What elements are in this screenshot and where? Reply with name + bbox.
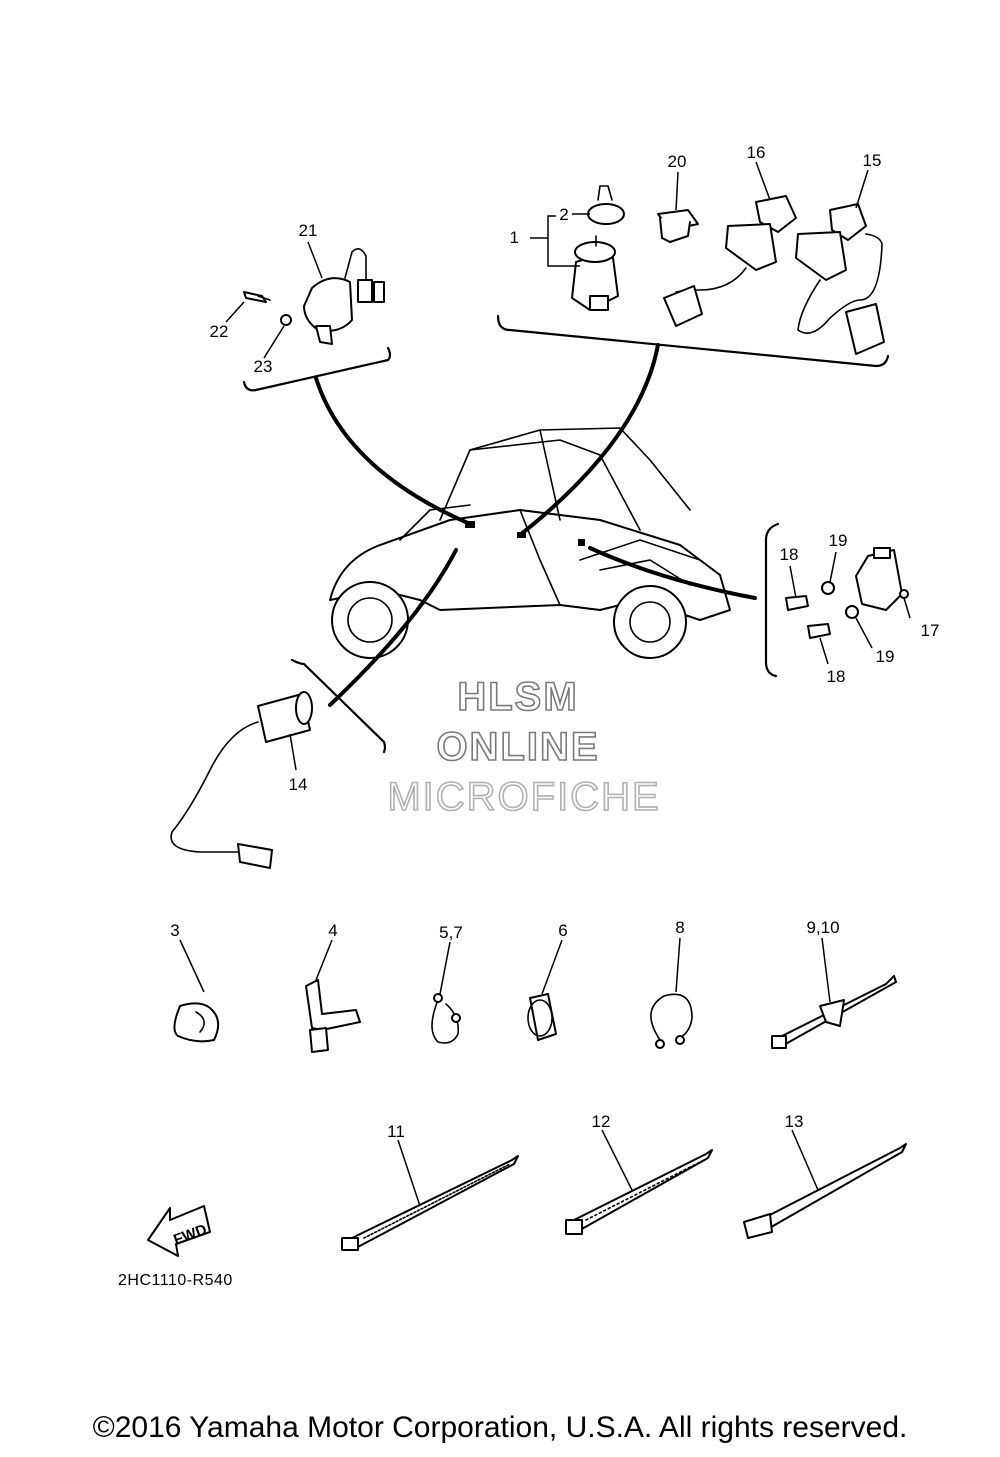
location-line-21 [314,376,472,526]
callout-19-bottom: 19 [876,647,895,666]
clip-part-4 [305,979,361,1053]
forward-arrow-icon: FWD [147,1205,211,1257]
cap-part-20 [657,209,699,243]
cable-tie-part-11 [341,1155,519,1251]
clamp-part-3 [173,1002,220,1043]
copyright-notice: ©2016 Yamaha Motor Corporation, U.S.A. A… [92,1411,908,1444]
clip-part-6 [527,993,557,1041]
callout-20: 20 [668,152,687,171]
location-line-17 [588,546,757,600]
switch-part-15 [795,203,885,355]
callout-14: 14 [289,775,308,794]
callout-18-top: 18 [780,545,799,564]
callout-8: 8 [675,918,684,937]
watermark-line-1: HLSM [457,675,578,719]
callout-12: 12 [592,1112,611,1131]
callout-labels: 1 2 3 4 5,7 6 8 9,10 11 12 13 14 15 16 1… [170,143,939,1141]
clip-part-8 [650,993,693,1049]
callout-5-7: 5,7 [439,923,463,942]
drawing-code: 2HC1110-R540 [118,1272,233,1289]
callout-21: 21 [299,221,318,240]
callout-13: 13 [785,1112,804,1131]
tie-part-9-10 [771,975,897,1049]
sensor-part-17 [785,547,909,639]
bracket-14 [290,658,387,754]
location-line-14 [328,548,458,707]
horn-part [243,248,385,345]
clip-part-5-7 [431,993,461,1044]
bracket-1-20-16-15 [496,314,890,368]
callout-6: 6 [558,921,567,940]
watermark-line-3: MICROFICHE [387,775,660,819]
callout-2: 2 [559,205,568,224]
watermark: HLSM ONLINE MICROFICHE [387,674,660,820]
cable-tie-part-13 [743,1143,907,1239]
callout-1: 1 [510,228,519,247]
callout-15: 15 [863,151,882,170]
socket-part-14 [170,691,313,869]
callout-11: 11 [387,1122,405,1141]
watermark-line-2: ONLINE [436,725,599,769]
callout-9-10: 9,10 [806,918,839,937]
vehicle-illustration [329,427,731,659]
location-line-1 [518,343,660,537]
bracket-17 [764,522,780,678]
callout-22: 22 [210,322,229,341]
callout-3: 3 [170,921,179,940]
switch-part-16 [663,195,797,327]
callout-16: 16 [747,143,766,162]
callout-23: 23 [254,357,273,376]
bracket-21 [242,346,392,392]
callout-4: 4 [328,921,337,940]
callout-19-top: 19 [829,531,848,550]
cable-tie-part-12 [565,1149,713,1235]
callout-17: 17 [921,621,940,640]
callout-18-bottom: 18 [827,667,846,686]
main-switch-part [571,185,625,311]
